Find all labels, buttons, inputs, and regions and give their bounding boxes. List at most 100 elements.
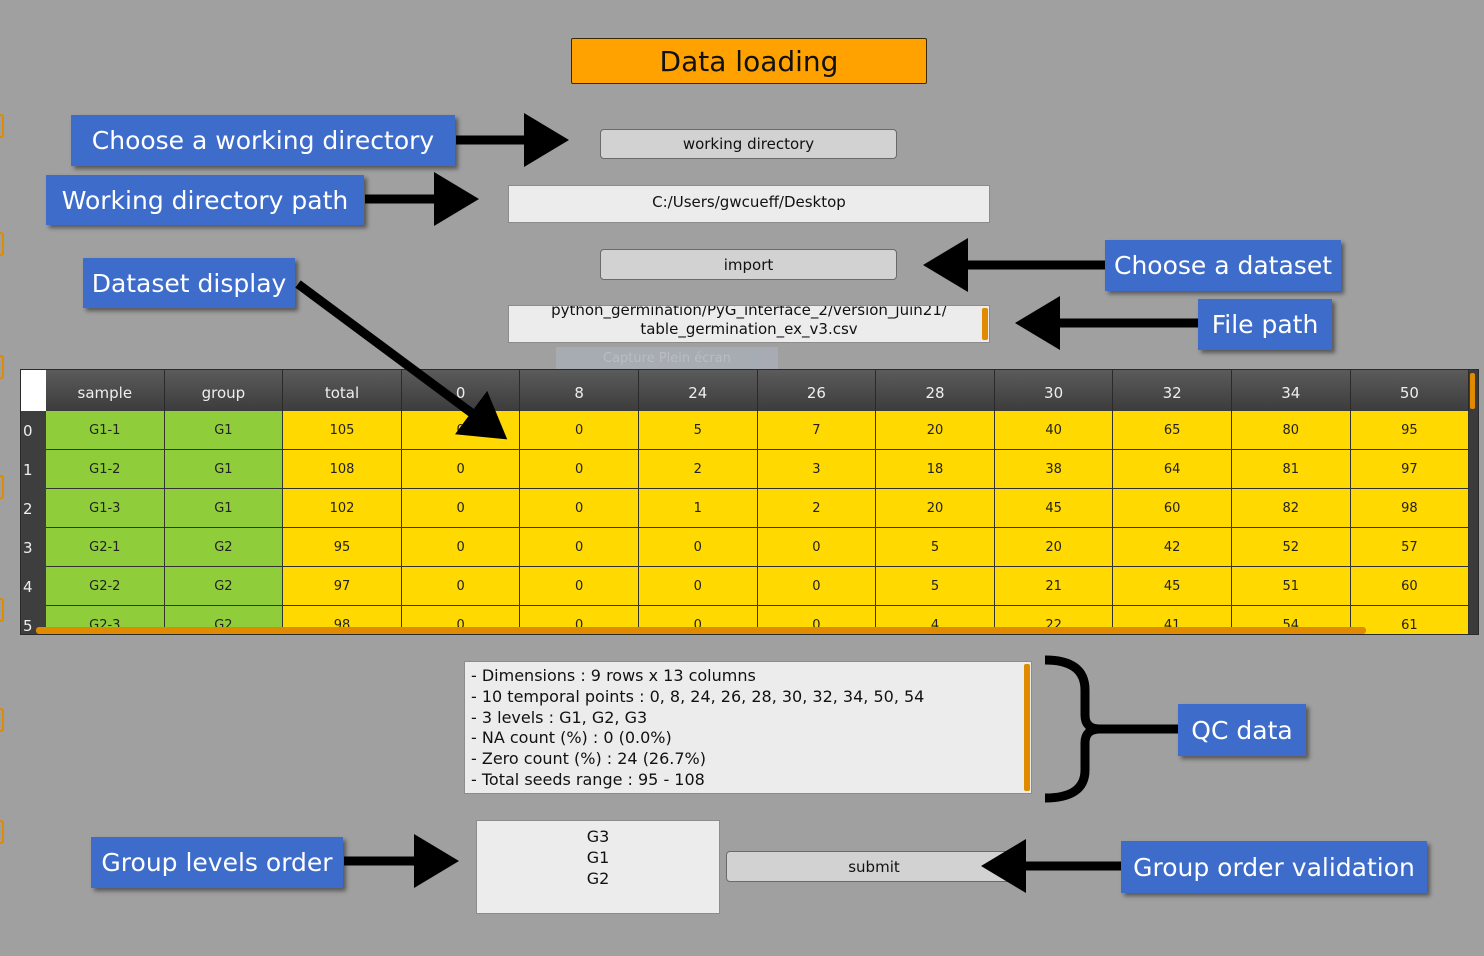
table-cell[interactable]: 5 — [876, 528, 995, 567]
row-index[interactable]: 1 — [21, 450, 46, 489]
callout-choose-dataset: Choose a dataset — [1105, 240, 1341, 291]
table-cell[interactable]: 0 — [520, 450, 639, 489]
table-cell[interactable]: 102 — [283, 489, 402, 528]
table-cell[interactable]: 0 — [520, 411, 639, 450]
table-cell[interactable]: 97 — [283, 567, 402, 606]
submit-button[interactable]: submit — [726, 851, 1022, 882]
table-vertical-scrollbar[interactable] — [1470, 373, 1475, 409]
table-cell[interactable]: 20 — [876, 411, 995, 450]
row-index[interactable]: 2 — [21, 489, 46, 528]
table-cell[interactable]: 3 — [757, 450, 877, 489]
table-cell[interactable]: 2 — [757, 489, 877, 528]
row-index[interactable]: 0 — [21, 411, 46, 450]
group-level-item[interactable]: G2 — [586, 869, 610, 888]
left-edge-marker — [0, 820, 4, 844]
table-cell[interactable]: 1 — [639, 489, 758, 528]
table-cell[interactable]: 97 — [1350, 450, 1470, 489]
column-header[interactable]: group — [164, 370, 284, 411]
file-path-field: python_germination/PyG_interface_2/versi… — [508, 305, 990, 343]
column-header[interactable]: sample — [46, 370, 165, 411]
table-cell[interactable]: 20 — [876, 489, 995, 528]
table-cell[interactable]: G2-1 — [46, 528, 165, 567]
table-cell[interactable]: 0 — [757, 528, 877, 567]
table-cell[interactable]: 0 — [401, 489, 521, 528]
table-cell[interactable]: 98 — [1350, 489, 1470, 528]
callout-choose-working-directory: Choose a working directory — [71, 115, 455, 166]
qc-scrollbar[interactable] — [1024, 664, 1030, 791]
table-cell[interactable]: 20 — [994, 528, 1114, 567]
column-header[interactable]: 0 — [401, 370, 521, 411]
table-cell[interactable]: G1 — [164, 411, 284, 450]
table-cell[interactable]: 7 — [757, 411, 877, 450]
column-header[interactable]: 28 — [876, 370, 995, 411]
column-header[interactable]: 8 — [520, 370, 639, 411]
column-header[interactable]: 30 — [994, 370, 1114, 411]
left-edge-marker — [0, 598, 4, 622]
table-cell[interactable]: 0 — [520, 567, 639, 606]
table-cell[interactable]: 95 — [283, 528, 402, 567]
table-cell[interactable]: 65 — [1113, 411, 1232, 450]
table-cell[interactable]: 40 — [994, 411, 1114, 450]
table-cell[interactable]: G1-3 — [46, 489, 165, 528]
table-cell[interactable]: 0 — [401, 450, 521, 489]
file-path-line: python_germination/PyG_interface_2/versi… — [551, 305, 947, 319]
table-cell[interactable]: 51 — [1232, 567, 1351, 606]
table-cell[interactable]: G1 — [164, 489, 284, 528]
table-cell[interactable]: 57 — [1350, 528, 1470, 567]
table-cell[interactable]: 5 — [876, 567, 995, 606]
table-cell[interactable]: 5 — [639, 411, 758, 450]
table-cell[interactable]: 42 — [1113, 528, 1232, 567]
file-path-scrollbar[interactable] — [982, 308, 988, 340]
table-cell[interactable]: G1-2 — [46, 450, 165, 489]
column-header[interactable]: 32 — [1113, 370, 1232, 411]
table-cell[interactable]: 0 — [401, 567, 521, 606]
table-cell[interactable]: 60 — [1350, 567, 1470, 606]
row-index[interactable]: 3 — [21, 528, 46, 567]
table-cell[interactable]: 21 — [994, 567, 1114, 606]
column-header[interactable]: 24 — [639, 370, 758, 411]
group-level-item[interactable]: G3 — [586, 827, 610, 846]
table-cell[interactable]: 0 — [520, 528, 639, 567]
table-cell[interactable]: 2 — [639, 450, 758, 489]
qc-data-panel: - Dimensions : 9 rows x 13 columns - 10 … — [464, 661, 1032, 794]
table-cell[interactable]: G2-2 — [46, 567, 165, 606]
table-cell[interactable]: G1 — [164, 450, 284, 489]
table-cell[interactable]: 38 — [994, 450, 1114, 489]
column-header[interactable]: 34 — [1232, 370, 1351, 411]
table-cell[interactable]: 61 — [1350, 606, 1470, 634]
table-cell[interactable]: G2 — [164, 567, 284, 606]
brace-icon — [1044, 655, 1178, 803]
table-cell[interactable]: 95 — [1350, 411, 1470, 450]
table-cell[interactable]: 0 — [639, 567, 758, 606]
table-cell[interactable]: 81 — [1232, 450, 1351, 489]
column-header[interactable]: 50 — [1350, 370, 1470, 411]
table-cell[interactable]: 0 — [757, 567, 877, 606]
table-cell[interactable]: 18 — [876, 450, 995, 489]
group-level-item[interactable]: G1 — [586, 848, 610, 867]
column-header[interactable]: total — [283, 370, 402, 411]
group-levels-order-list[interactable]: G3 G1 G2 — [476, 820, 720, 914]
table-cell[interactable]: 82 — [1232, 489, 1351, 528]
working-directory-button[interactable]: working directory — [600, 129, 897, 159]
column-header[interactable]: 26 — [757, 370, 877, 411]
callout-working-directory-path: Working directory path — [46, 175, 364, 225]
table-cell[interactable]: G2 — [164, 528, 284, 567]
table-cell[interactable]: 52 — [1232, 528, 1351, 567]
table-cell[interactable]: 108 — [283, 450, 402, 489]
table-cell[interactable]: 0 — [401, 411, 521, 450]
table-cell[interactable]: 0 — [639, 528, 758, 567]
table-cell[interactable]: 60 — [1113, 489, 1232, 528]
row-index[interactable]: 4 — [21, 567, 46, 606]
table-cell[interactable]: 45 — [994, 489, 1114, 528]
callout-group-levels-order: Group levels order — [91, 837, 343, 888]
table-horizontal-scrollbar[interactable] — [36, 627, 1366, 634]
table-cell[interactable]: G1-1 — [46, 411, 165, 450]
table-cell[interactable]: 0 — [401, 528, 521, 567]
import-button[interactable]: import — [600, 249, 897, 280]
table-cell[interactable]: 45 — [1113, 567, 1232, 606]
table-cell[interactable]: 105 — [283, 411, 402, 450]
table-cell[interactable]: 64 — [1113, 450, 1232, 489]
table-cell[interactable]: 80 — [1232, 411, 1351, 450]
table-cell[interactable]: 0 — [520, 489, 639, 528]
